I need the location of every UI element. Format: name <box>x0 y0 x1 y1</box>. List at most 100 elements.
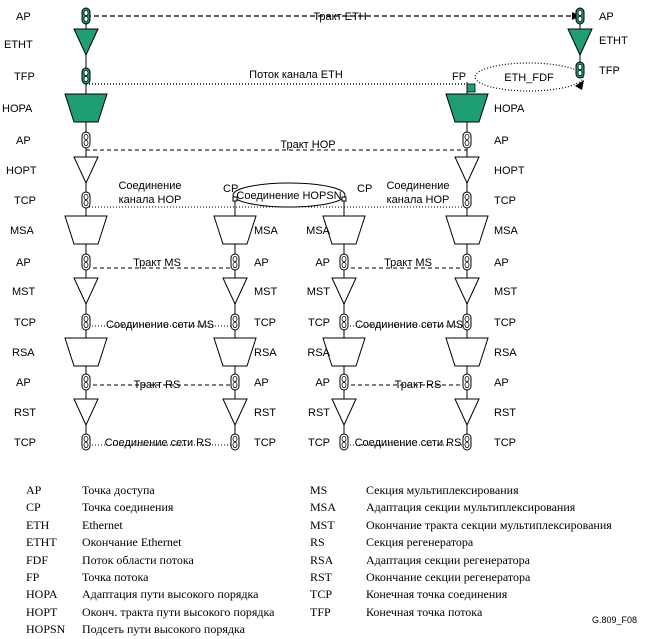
ms-trail-label-right: Тракт MS <box>384 257 432 269</box>
rs-conn-label-right: Соединение сети RS <box>355 437 462 449</box>
mst-1 <box>222 277 248 306</box>
legend-abbr: HOPA <box>26 587 58 602</box>
hopa-label-right: HOPA <box>494 103 525 115</box>
hopsn-label: Соединение HOPSN <box>236 190 341 202</box>
legend-row: HOPA Адаптация пути высокого порядка <box>26 586 274 603</box>
ap-label-c3-266: AP <box>494 257 509 269</box>
hopt-label-left: HOPT <box>6 165 37 177</box>
ms-trail-label-left: Тракт MS <box>133 257 181 269</box>
legend-abbr: TFP <box>310 604 331 619</box>
hop-conn-left-l2: канала HOP <box>119 194 182 206</box>
hopt-left <box>73 156 99 185</box>
legend-text: Секция регенератора <box>366 535 474 550</box>
ap-label-c1-266: AP <box>254 257 269 269</box>
fp-label: FP <box>452 71 466 83</box>
tcp-ms-3-lower-ring <box>464 321 470 328</box>
ap-ms-1-upper-ring <box>232 255 238 262</box>
hop-conn-left-l1: Соединение <box>118 180 181 192</box>
ap-label-right-eth: AP <box>599 11 614 23</box>
tcp-ms-2-upper-ring <box>341 315 347 322</box>
ap-ms-3-lower-ring <box>464 261 470 268</box>
legend-abbr: MS <box>310 483 328 497</box>
hopt-right <box>454 156 480 185</box>
ms-conn-label-right: Соединение сети MS <box>355 319 463 331</box>
ap-label-c2-386: AP <box>315 377 330 389</box>
legend-text: Адаптация пути высокого порядка <box>82 587 259 602</box>
legend-text: Точка потока <box>82 569 149 584</box>
figure-id: G.809_F08 <box>592 615 638 625</box>
cp-left-point <box>232 196 238 202</box>
tcp-ms-1-lower-ring <box>232 321 238 328</box>
ap-right-eth-lower-ring <box>577 15 583 22</box>
tcp-rs-3-lower-ring <box>464 441 470 448</box>
tcp-hop-left-upper-ring <box>83 193 89 200</box>
tcp-rs-3-upper-ring <box>464 435 470 442</box>
legend-text: Окончание секции регенератора <box>366 569 531 584</box>
rs-trail-label-right: Тракт RS <box>395 379 442 391</box>
rsa-2 <box>322 337 366 367</box>
rsa-0 <box>64 337 108 367</box>
rsa-label-c3-356: RSA <box>494 347 517 359</box>
mst-3 <box>454 277 480 306</box>
msa-3 <box>445 215 489 245</box>
etht-right <box>567 28 593 57</box>
legend-abbr: ETH <box>26 517 50 532</box>
ap-label-c1-386: AP <box>254 377 269 389</box>
legend-text: Конечная точка потока <box>366 604 483 619</box>
tcp-label-c1-326: TCP <box>254 317 276 329</box>
legend-text: Секция мультиплексирования <box>366 483 519 497</box>
legend-row: MS Секция мультиплексирования <box>310 482 612 499</box>
legend-text: Окончание Ethernet <box>82 535 182 550</box>
msa-label-c1-234: MSA <box>254 225 279 237</box>
tfp-left-lower-ring <box>83 76 89 83</box>
hop-trail-label: Тракт HOP <box>280 139 335 151</box>
ap-rs-1-lower-ring <box>232 381 238 388</box>
hopsn-ellipse <box>232 182 346 208</box>
ap-ms-1-lower-ring <box>232 261 238 268</box>
eth-fdf-arrow <box>575 80 584 90</box>
rst-2 <box>331 398 357 427</box>
tfp-right-lower-ring <box>577 70 583 77</box>
tcp-label-rs-left: TCP <box>14 437 36 449</box>
ap-label-left-eth: AP <box>16 11 31 23</box>
mst-label-c1-295: MST <box>254 286 278 298</box>
ap-label-c3-386: AP <box>494 377 509 389</box>
tcp-hop-right-lower-ring <box>464 199 470 206</box>
legend-text: Адаптация секции регенератора <box>366 552 530 567</box>
network-diagram: APETHTTFPHOPAAPHOPTTCPMSAAPMSTTCPRSAAPRS… <box>2 7 628 451</box>
msa-0 <box>64 215 108 245</box>
rst-1 <box>222 398 248 427</box>
tcp-ms-1-upper-ring <box>232 315 238 322</box>
legend-abbr: CP <box>26 500 41 515</box>
mst-label-c3-295: MST <box>494 286 518 298</box>
rst-3 <box>454 398 480 427</box>
msa-label-left: MSA <box>10 225 35 237</box>
legend-text: Окончание тракта секции мультиплексирова… <box>366 517 612 532</box>
etht-label-left: ETHT <box>4 39 33 51</box>
ap-label-c2-266: AP <box>315 257 330 269</box>
diagram-shapes <box>64 7 593 451</box>
legend-abbr: AP <box>26 483 42 497</box>
tfp-label-right: TFP <box>599 65 620 77</box>
msa-label-c3-234: MSA <box>494 225 519 237</box>
hop-conn-right-l1: Соединение <box>386 180 449 192</box>
legend-abbr: FP <box>26 569 40 584</box>
msa-2 <box>322 215 366 245</box>
tcp-label-ms-left: TCP <box>14 317 36 329</box>
legend-abbr: RST <box>310 569 333 584</box>
tcp-rs-2-lower-ring <box>341 441 347 448</box>
ap-left-eth-upper-ring <box>83 9 89 16</box>
ap-ms-3-upper-ring <box>464 255 470 262</box>
cp-label-left: CP <box>223 183 238 195</box>
tfp-label-left: TFP <box>14 71 35 83</box>
msa-label-c2-234: MSA <box>306 225 331 237</box>
rs-trail-label-left: Тракт RS <box>134 379 181 391</box>
ap-rs-3-upper-ring <box>464 375 470 382</box>
legend-abbr: MSA <box>310 500 337 515</box>
